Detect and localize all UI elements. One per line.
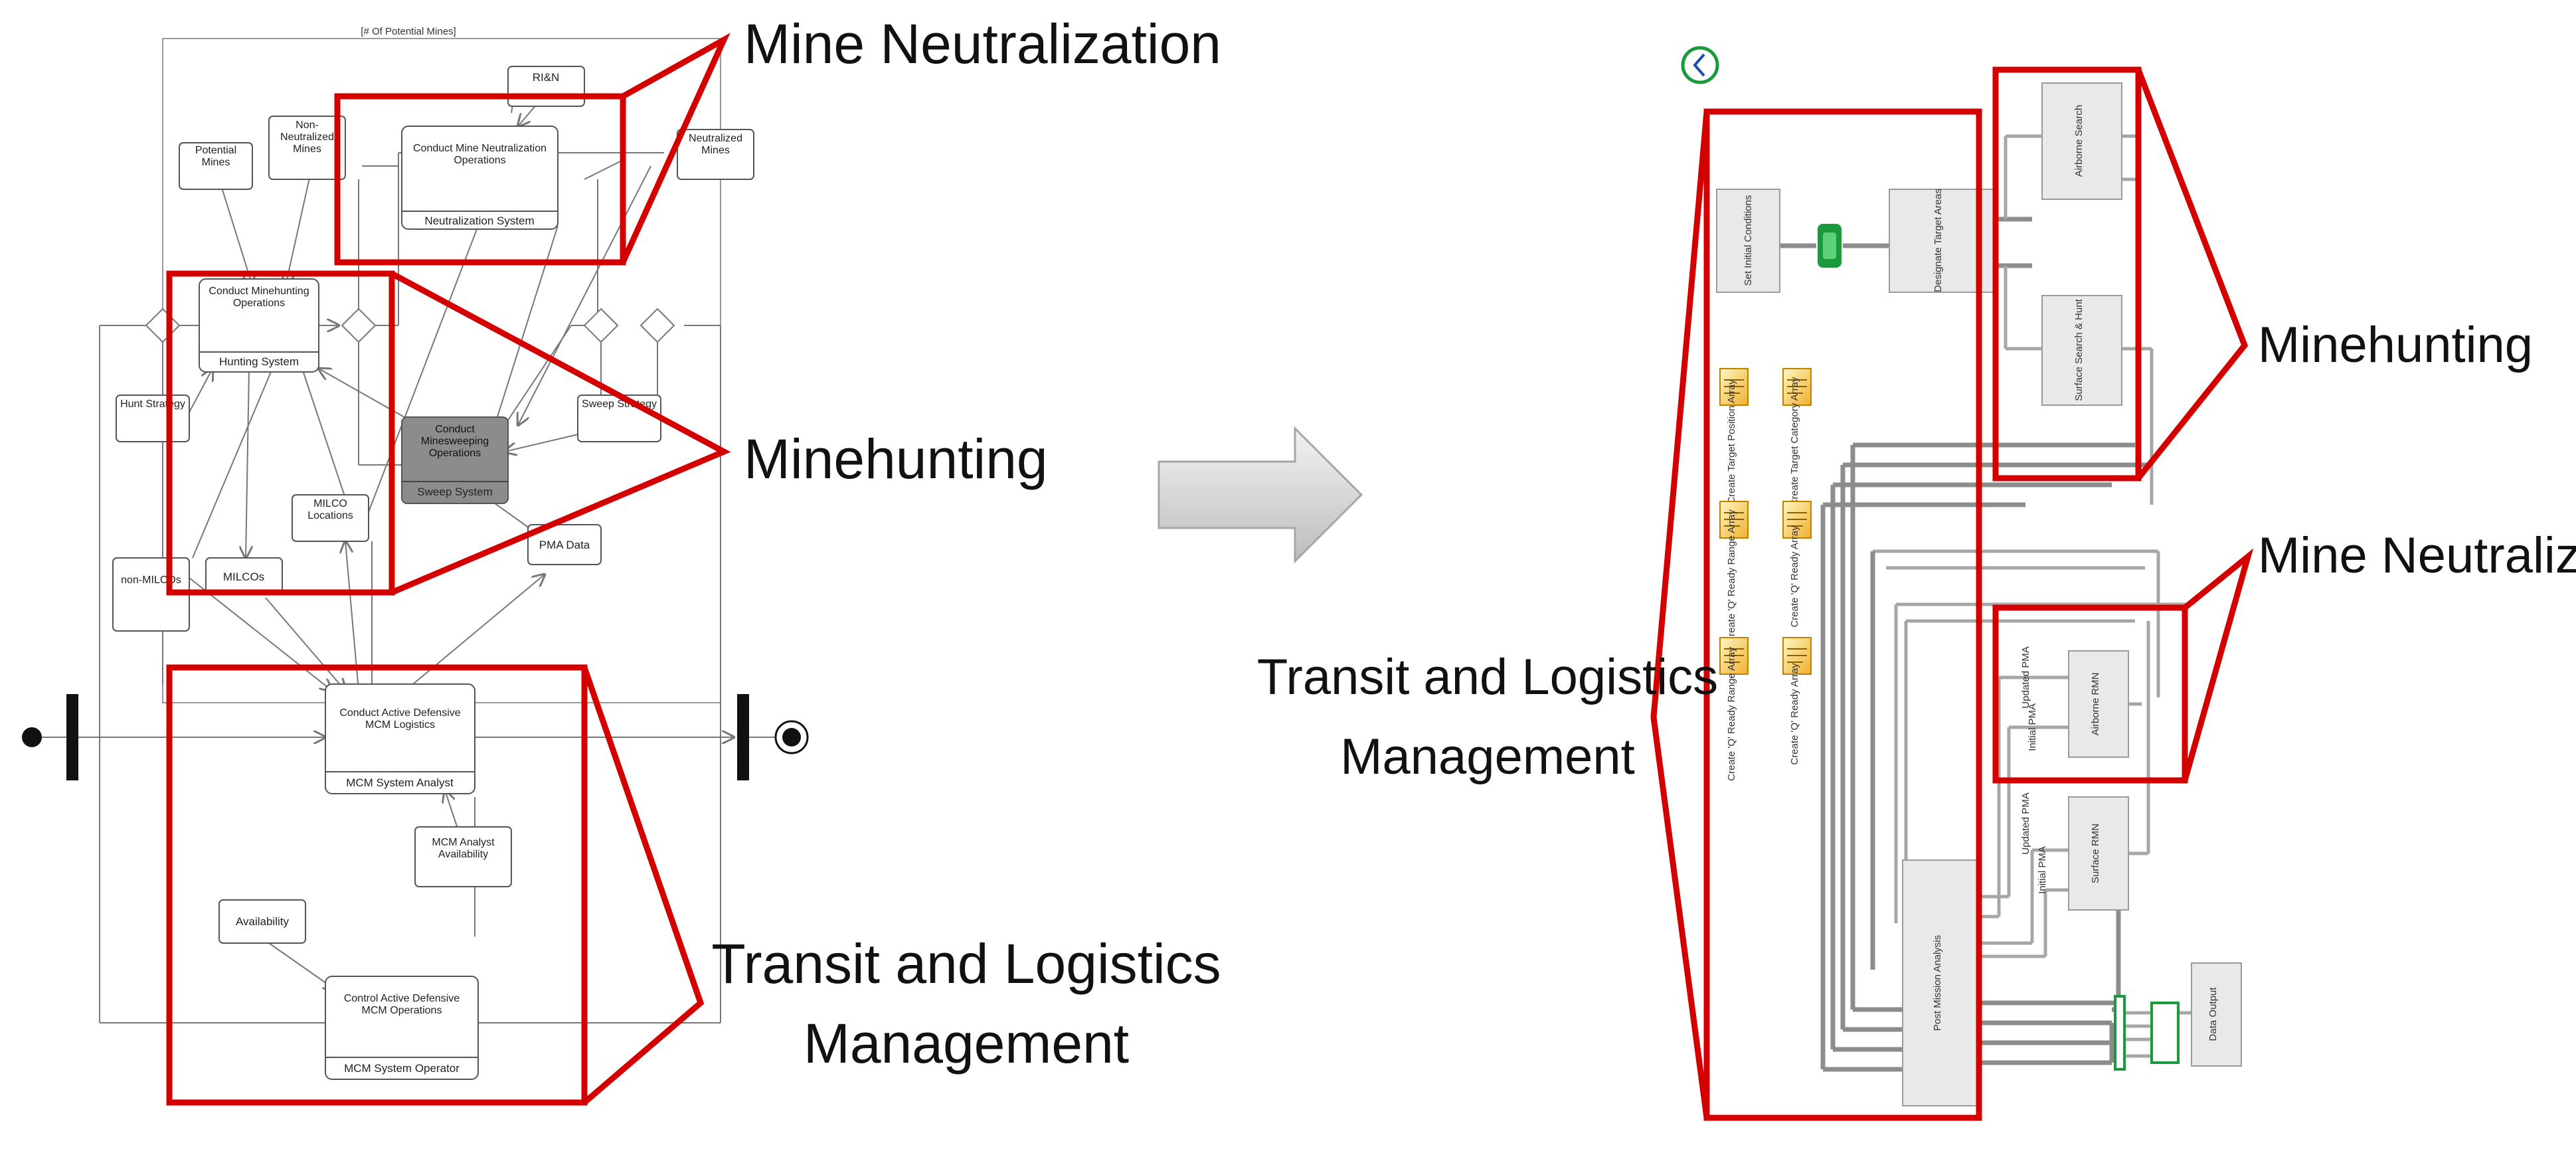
- block-data-output: [2191, 962, 2242, 1067]
- clock-icon: [1681, 46, 1719, 84]
- port-initial-pma-2: Initial PMA: [2037, 846, 2048, 894]
- highlight-transit-logistics: [166, 664, 588, 1106]
- highlight-mine-neutralization: [334, 93, 626, 266]
- node-non-neutralized-mines: Non-Neutralized Mines: [280, 120, 334, 155]
- node-availability: Availability: [236, 915, 290, 928]
- array-icon-4: Create 'Q' Ready Array: [1782, 501, 1812, 628]
- label-designate-target-areas: Designate Target Areas: [1932, 189, 1944, 292]
- transform-arrow-icon: [1158, 426, 1363, 564]
- node-conduct-minehunting: Conduct Minehunting Operations: [209, 286, 309, 309]
- array-icon-5: Create 'Q' Ready Range Array: [1719, 637, 1749, 781]
- callout-mine-neutralization-right: Mine Neutralization: [2258, 527, 2576, 584]
- node-pma-data: PMA Data: [539, 539, 590, 551]
- callout-minehunting-right: Minehunting: [2258, 317, 2533, 373]
- action-nodes: Conduct Mine Neutralization Operations N…: [199, 126, 558, 1080]
- right-simulation-model: Set Initial Conditions Designate Target …: [1257, 46, 2576, 1121]
- node-control-active-defensive: Control Active Defensive MCM Operations: [343, 993, 460, 1016]
- array-icon-3: Create 'Q' Ready Range Array: [1719, 501, 1749, 644]
- node-rsn: RI&N: [533, 71, 560, 84]
- pointer-mine-neutralization-right: [2182, 548, 2254, 782]
- left-highlights: [166, 33, 731, 1106]
- label-post-mission-analysis: Post Mission Analysis: [1932, 935, 1943, 1031]
- node-conduct-mine-neutralization: Conduct Mine Neutralization Operations: [413, 143, 547, 166]
- port-initial-pma-1: Initial PMA: [2027, 703, 2038, 751]
- label-data-output: Data Output: [2207, 987, 2219, 1041]
- mux-icon: [2114, 995, 2126, 1071]
- node-neutralization-system: Neutralization System: [424, 215, 534, 227]
- block-set-initial-conditions: [1716, 189, 1780, 293]
- flow-lines: [73, 72, 734, 1023]
- pointer-mine-neutralization: [620, 33, 730, 264]
- pointer-transit-logistics: [581, 666, 705, 1105]
- pointer-minehunting-right: [2135, 68, 2249, 480]
- port-updated-pma-2: Updated PMA: [2020, 792, 2031, 854]
- highlight-mine-neutralization-right: [1992, 604, 2188, 784]
- svg-text:Create 'Q' Ready Range Array: Create 'Q' Ready Range Array: [1726, 509, 1737, 644]
- port-updated-pma-1: Updated PMA: [2020, 646, 2031, 708]
- output-port-icon: [2150, 1002, 2180, 1064]
- label-surface-search-hunt: Surface Search & Hunt: [2073, 298, 2085, 400]
- node-neutralized-mines: Neutralized Mines: [689, 133, 742, 156]
- svg-text:Create 'Q' Ready Array: Create 'Q' Ready Array: [1789, 525, 1800, 628]
- node-hunting-system: Hunting System: [219, 355, 299, 368]
- final-node: [782, 728, 801, 747]
- right-highlights: [1650, 66, 2254, 1121]
- label-airborne-search: Airborne Search: [2073, 105, 2085, 177]
- initial-node: [22, 727, 42, 747]
- callout-transit-logistics-left-2: Management: [804, 1012, 1129, 1075]
- highlight-minehunting: [166, 270, 395, 596]
- block-surface-search-hunt: [2041, 295, 2122, 406]
- highlight-minehunting-right: [1992, 66, 2142, 482]
- frame-label: [# Of Potential Mines]: [361, 26, 456, 37]
- label-airborne-rmn: Airborne RMN: [2090, 672, 2101, 735]
- callout-transit-logistics-right-2: Management: [1340, 729, 1635, 785]
- node-mcm-system-operator: MCM System Operator: [344, 1062, 460, 1075]
- svg-text:Create 'Q' Ready Range Array: Create 'Q' Ready Range Array: [1726, 647, 1737, 781]
- join-bar: [737, 694, 749, 780]
- node-mcm-analyst-availability: MCM Analyst Availability: [432, 837, 495, 860]
- svg-text:Create Target Category Array: Create Target Category Array: [1789, 377, 1800, 506]
- node-milco-locations: MILCO Locations: [307, 498, 353, 521]
- block-airborne-rmn: [2068, 650, 2129, 758]
- fork-bar: [66, 694, 78, 780]
- array-icon-6: Create 'Q' Ready Array: [1782, 637, 1812, 765]
- array-icon-2: Create Target Category Array: [1782, 368, 1812, 506]
- array-icon-1: Create Target Position Array: [1719, 368, 1749, 504]
- block-airborne-search: [2041, 82, 2122, 200]
- callout-minehunting-left: Minehunting: [744, 428, 1048, 490]
- pointer-minehunting: [390, 271, 731, 596]
- node-milcos: MILCOs: [223, 571, 264, 583]
- block-surface-rmn: [2068, 796, 2129, 911]
- node-conduct-active-defensive-logistics: Conduct Active Defensive MCM Logistics: [339, 707, 461, 731]
- label-set-initial-conditions: Set Initial Conditions: [1743, 195, 1754, 286]
- callout-mine-neutralization-left: Mine Neutralization: [744, 13, 1221, 75]
- callout-transit-logistics-left-1: Transit and Logistics: [711, 932, 1221, 995]
- svg-text:Create 'Q' Ready Array: Create 'Q' Ready Array: [1789, 663, 1800, 765]
- node-sweep-system: Sweep System: [417, 486, 492, 498]
- node-hunt-strategy: Hunt Strategy: [120, 398, 185, 410]
- node-conduct-minesweeping: Conduct Minesweeping Operations: [420, 424, 489, 459]
- node-mcm-system-analyst: MCM System Analyst: [346, 776, 454, 789]
- pointer-transit-logistics-right: [1650, 111, 1710, 1118]
- node-potential-mines: Potential Mines: [195, 145, 237, 168]
- array-icons: Create Target Position Array Create Targ…: [1719, 368, 1812, 781]
- highlight-transit-logistics-right: [1703, 108, 1982, 1121]
- node-non-milcos: non-MILCOs: [121, 575, 181, 586]
- left-activity-diagram: [# Of Potential Mines]: [22, 13, 1221, 1106]
- callout-transit-logistics-right-1: Transit and Logistics: [1257, 649, 1718, 705]
- label-surface-rmn: Surface RMN: [2090, 824, 2101, 883]
- svg-text:Create Target Position Array: Create Target Position Array: [1726, 379, 1737, 504]
- decision-nodes: [145, 308, 675, 343]
